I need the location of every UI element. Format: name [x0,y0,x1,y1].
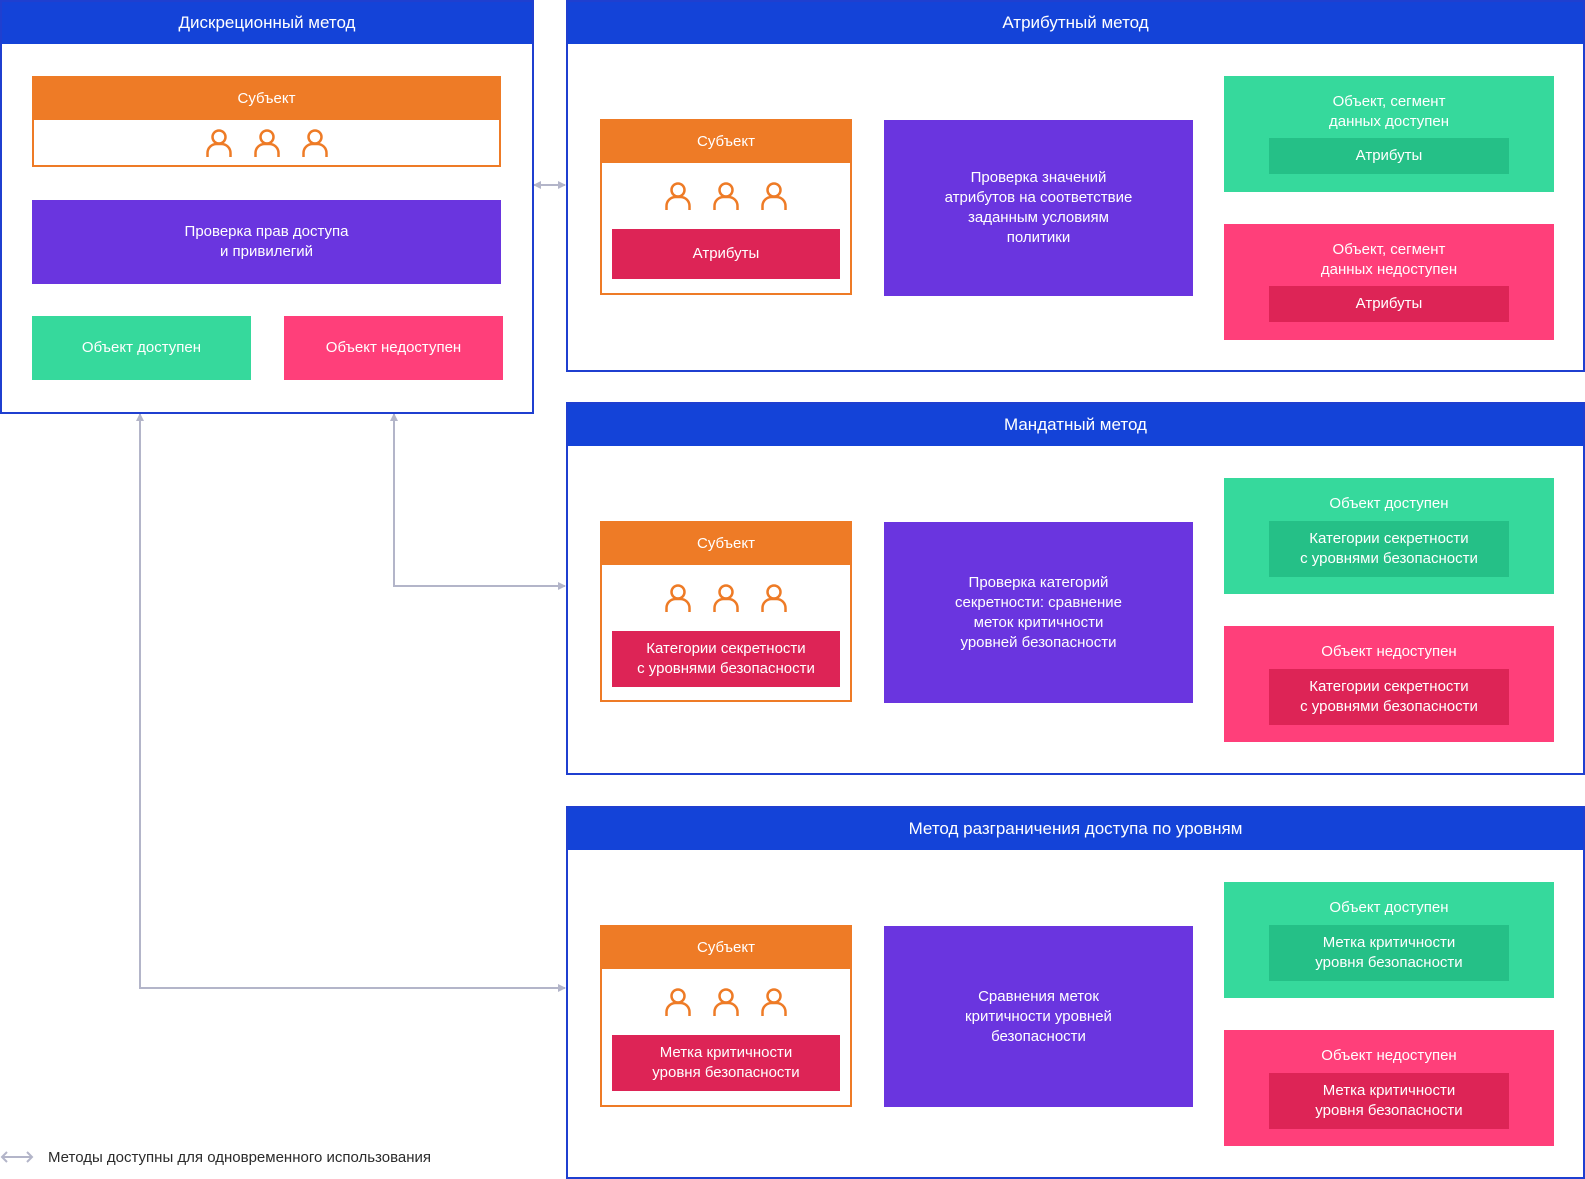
subject-users [602,565,850,631]
subject-users [34,120,499,165]
discretionary-object-denied: Объект недоступен [284,316,503,380]
user-icon [713,584,739,612]
denied-criticality-label: Метка критичности уровня безопасности [1269,1073,1509,1129]
allowed-criticality-label: Метка критичности уровня безопасности [1269,925,1509,981]
mandatory-subject: Субъект Категории секретности с уровнями… [600,521,852,702]
discretionary-object-allowed: Объект доступен [32,316,251,380]
attribute-title: Атрибутный метод [568,2,1583,44]
denied-title: Объект, сегмент данных недоступен [1320,241,1458,278]
subject-label: Субъект [602,927,850,969]
mandatory-object-allowed: Объект доступен Категории секретности с … [1224,478,1554,594]
user-icon [761,182,787,210]
attribute-subject: Субъект Атрибуты [600,119,852,295]
allowed-title: Объект доступен [1329,495,1449,512]
subject-categories: Категории секретности с уровнями безопас… [612,631,840,687]
mandatory-object-denied: Объект недоступен Категории секретности … [1224,626,1554,742]
user-icon [713,182,739,210]
attribute-object-allowed: Объект, сегмент данных доступен Атрибуты [1224,76,1554,192]
level-object-denied: Объект недоступен Метка критичности уров… [1224,1030,1554,1146]
allowed-title: Объект, сегмент данных доступен [1329,93,1449,130]
level-check: Сравнения меток критичности уровней безо… [884,926,1193,1107]
link-discretionary-level [136,413,566,992]
denied-attributes: Атрибуты [1269,286,1509,322]
mandatory-title: Мандатный метод [568,404,1583,446]
subject-label: Субъект [34,78,499,120]
denied-title: Объект недоступен [1321,643,1457,660]
allowed-title: Объект доступен [1329,899,1449,916]
link-discretionary-mandatory [390,413,566,590]
attribute-check: Проверка значений атрибутов на соответст… [884,120,1193,296]
user-icon [665,182,691,210]
legend-text: Методы доступны для одновременного испол… [48,1148,432,1166]
denied-title: Объект недоступен [1321,1047,1457,1064]
level-title: Метод разграничения доступа по уровням [568,808,1583,850]
subject-users [602,969,850,1035]
discretionary-check: Проверка прав доступа и привилегий [32,200,501,284]
user-icon [761,988,787,1016]
user-icon [301,128,328,157]
user-icon [665,584,691,612]
user-icon [665,988,691,1016]
allowed-categories: Категории секретности с уровнями безопас… [1269,521,1509,577]
attribute-object-denied: Объект, сегмент данных недоступен Атрибу… [1224,224,1554,340]
discretionary-subject: Субъект [32,76,501,167]
subject-users [602,163,850,229]
allowed-attributes: Атрибуты [1269,138,1509,174]
legend: Методы доступны для одновременного испол… [0,1146,431,1168]
level-subject: Субъект Метка критичности уровня безопас… [600,925,852,1107]
level-object-allowed: Объект доступен Метка критичности уровня… [1224,882,1554,998]
user-icon [253,128,280,157]
double-arrow-icon [0,1151,34,1163]
user-icon [713,988,739,1016]
user-icon [205,128,232,157]
mandatory-check: Проверка категорий секретности: сравнени… [884,522,1193,703]
subject-attributes: Атрибуты [612,229,840,279]
subject-label: Субъект [602,523,850,565]
subject-label: Субъект [602,121,850,163]
denied-categories: Категории секретности с уровнями безопас… [1269,669,1509,725]
user-icon [761,584,787,612]
discretionary-title: Дискреционный метод [2,2,532,44]
subject-criticality-label: Метка критичности уровня безопасности [612,1035,840,1091]
